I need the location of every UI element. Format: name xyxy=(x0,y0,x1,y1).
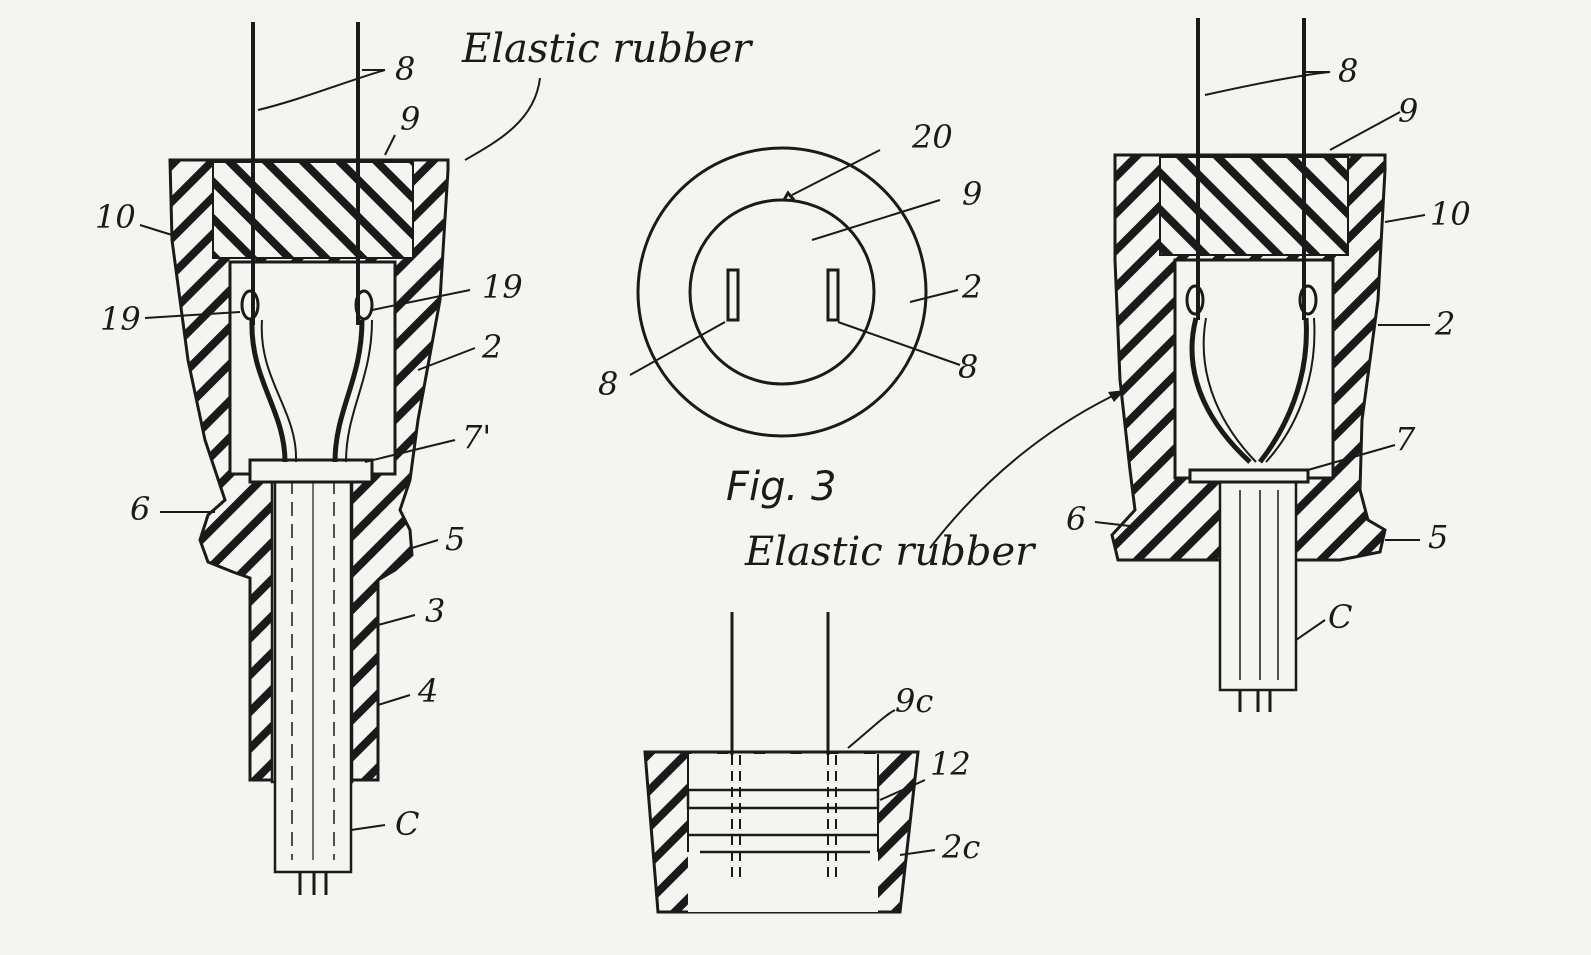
left-label-2: 2 xyxy=(481,328,502,366)
right-cap-9 xyxy=(1159,156,1349,256)
bottom-label-12: 12 xyxy=(930,745,971,783)
left-label-6: 6 xyxy=(130,490,150,528)
left-cap-9 xyxy=(212,161,414,259)
right-label-10: 10 xyxy=(1430,195,1471,233)
figure-title: Fig. 3 xyxy=(726,464,836,510)
left-plate-7prime xyxy=(248,458,374,484)
left-label-9: 9 xyxy=(400,100,420,138)
middle-annotation-elastic-rubber: Elastic rubber xyxy=(744,529,1037,575)
left-label-7prime: 7' xyxy=(462,418,491,456)
right-label-7: 7 xyxy=(1395,420,1416,458)
left-label-8: 8 xyxy=(395,50,415,88)
left-label-C: C xyxy=(395,805,419,843)
left-label-3: 3 xyxy=(425,592,445,630)
right-plug-section xyxy=(1094,18,1430,712)
left-plug-section xyxy=(139,22,541,895)
center-label-9: 9 xyxy=(962,175,982,213)
right-label-5: 5 xyxy=(1428,518,1448,556)
left-label-4: 4 xyxy=(417,672,438,710)
center-label-8a: 8 xyxy=(598,365,618,403)
right-label-6: 6 xyxy=(1066,500,1086,538)
right-label-9: 9 xyxy=(1398,92,1418,130)
left-label-10: 10 xyxy=(95,198,136,236)
bottom-label-9c: 9c xyxy=(895,682,933,720)
center-plug-top-view xyxy=(629,146,961,438)
bottom-plug-section xyxy=(643,612,936,914)
right-plate-7 xyxy=(1188,468,1310,484)
center-label-8b: 8 xyxy=(958,348,978,386)
left-label-5: 5 xyxy=(445,520,465,558)
left-label-19a: 19 xyxy=(100,300,141,338)
right-label-2: 2 xyxy=(1434,305,1455,343)
center-label-20: 20 xyxy=(911,118,953,156)
center-label-2: 2 xyxy=(961,268,982,306)
right-cable-C xyxy=(1218,476,1298,692)
bottom-label-2c: 2c xyxy=(941,828,980,866)
right-label-8: 8 xyxy=(1338,52,1358,90)
left-label-19b: 19 xyxy=(482,268,523,306)
right-label-C: C xyxy=(1328,598,1352,636)
top-annotation-elastic-rubber: Elastic rubber xyxy=(461,26,754,72)
